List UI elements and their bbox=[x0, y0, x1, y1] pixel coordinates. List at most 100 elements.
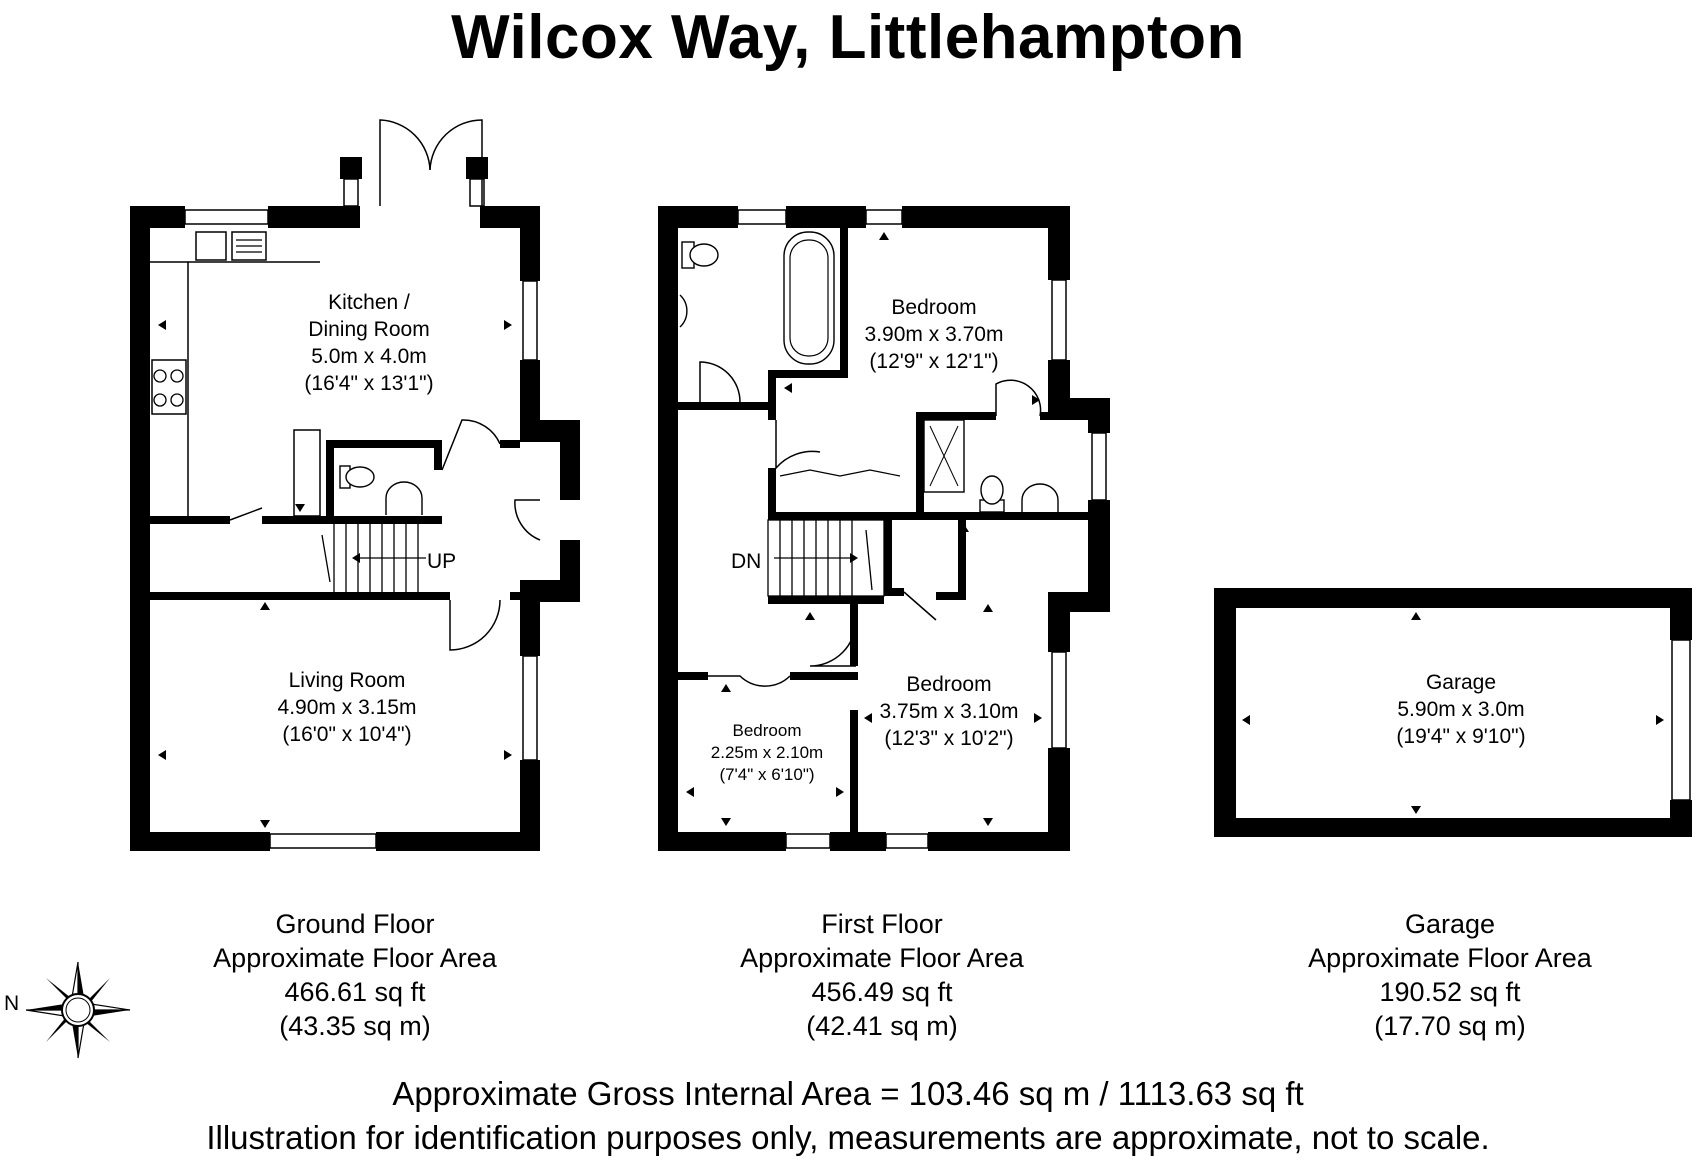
ground-floor-summary: Ground Floor Approximate Floor Area 466.… bbox=[195, 907, 515, 1043]
wall bbox=[1048, 592, 1070, 652]
fridge bbox=[293, 429, 321, 517]
floor-area-sqft: 456.49 sq ft bbox=[811, 977, 953, 1007]
wall bbox=[340, 157, 362, 179]
wall bbox=[678, 672, 708, 680]
wall bbox=[376, 832, 540, 851]
door bbox=[699, 361, 741, 403]
french-door bbox=[379, 119, 431, 206]
garage-summary: Garage Approximate Floor Area 190.52 sq … bbox=[1290, 907, 1610, 1043]
floor-name: Garage bbox=[1404, 909, 1496, 939]
basin bbox=[385, 481, 423, 515]
door bbox=[449, 599, 501, 651]
wall bbox=[262, 516, 442, 524]
hob-rings bbox=[153, 369, 184, 407]
wall bbox=[768, 512, 1088, 520]
front-door bbox=[514, 499, 541, 541]
garage-dimensions-imperial: (19'4" x 9'10") bbox=[1396, 725, 1525, 748]
wall bbox=[150, 592, 450, 600]
wall bbox=[1670, 588, 1692, 640]
door bbox=[708, 675, 791, 687]
garage-dimensions-metric: 5.90m x 3.0m bbox=[1397, 698, 1524, 721]
wall bbox=[790, 672, 858, 680]
door bbox=[995, 379, 1042, 417]
wall bbox=[884, 520, 892, 592]
door bbox=[775, 420, 821, 471]
shower-line bbox=[929, 425, 959, 487]
wall bbox=[902, 206, 1070, 228]
window bbox=[785, 833, 831, 849]
sink bbox=[195, 231, 227, 261]
door bbox=[229, 507, 263, 521]
wall bbox=[434, 440, 442, 470]
living-room-name: Living Room bbox=[289, 669, 406, 692]
stairs-up-label: UP bbox=[427, 550, 456, 573]
bedroom-2-dimensions-metric: 3.75m x 3.10m bbox=[880, 700, 1019, 723]
wall bbox=[520, 760, 540, 851]
dimension-markers bbox=[686, 232, 1042, 826]
first-floor-plan: Bedroom 3.90m x 3.70m (12'9" x 12'1") Be… bbox=[658, 206, 1110, 851]
bedroom-3-dimensions-imperial: (7'4" x 6'10") bbox=[719, 765, 814, 784]
wall bbox=[1214, 588, 1236, 837]
wall bbox=[928, 832, 1070, 851]
window bbox=[522, 280, 538, 361]
kitchen-dimensions-metric: 5.0m x 4.0m bbox=[311, 345, 427, 368]
wall bbox=[130, 206, 185, 228]
bathtub-inner bbox=[789, 239, 829, 357]
wall bbox=[936, 592, 966, 600]
wall bbox=[850, 710, 858, 832]
window bbox=[269, 833, 377, 849]
window bbox=[1051, 651, 1067, 749]
floor-area-sqm: (43.35 sq m) bbox=[279, 1011, 431, 1041]
wall bbox=[1214, 818, 1692, 837]
floor-area-sqm: (17.70 sq m) bbox=[1374, 1011, 1526, 1041]
wall bbox=[958, 520, 966, 600]
bedroom-1-name: Bedroom bbox=[891, 296, 976, 319]
toilet bbox=[689, 243, 719, 267]
wall bbox=[1048, 360, 1070, 402]
garage-name: Garage bbox=[1426, 671, 1496, 694]
wall bbox=[130, 206, 150, 851]
wall bbox=[768, 370, 848, 378]
wall bbox=[268, 206, 360, 228]
wall bbox=[1040, 412, 1050, 420]
wall bbox=[830, 832, 886, 851]
stairs-down-label: DN bbox=[731, 550, 761, 573]
wall bbox=[510, 592, 540, 600]
kitchen-name-line1: Kitchen / bbox=[328, 291, 410, 314]
floor-area-sqft: 466.61 sq ft bbox=[284, 977, 426, 1007]
disclaimer: Illustration for identification purposes… bbox=[206, 1119, 1490, 1156]
bedroom-3-dimensions-metric: 2.25m x 2.10m bbox=[711, 743, 823, 762]
wall bbox=[916, 412, 924, 520]
wall bbox=[768, 596, 884, 604]
basin bbox=[679, 294, 688, 328]
wall bbox=[150, 516, 230, 524]
window bbox=[522, 655, 538, 761]
wall bbox=[678, 402, 768, 410]
stair-arrow-icon bbox=[352, 553, 360, 563]
wall bbox=[466, 157, 488, 179]
window bbox=[469, 178, 485, 207]
wall bbox=[1048, 748, 1070, 851]
wall bbox=[326, 440, 334, 524]
window bbox=[737, 209, 787, 225]
living-room-dimensions-metric: 4.90m x 3.15m bbox=[278, 696, 417, 719]
wall bbox=[1670, 800, 1692, 837]
floor-area-label: Approximate Floor Area bbox=[740, 943, 1024, 973]
wall bbox=[130, 832, 270, 851]
french-door bbox=[429, 119, 483, 206]
bedroom-2-dimensions-imperial: (12'3" x 10'2") bbox=[884, 727, 1013, 750]
wall bbox=[500, 440, 520, 448]
gross-internal-area: Approximate Gross Internal Area = 103.46… bbox=[392, 1075, 1304, 1112]
wall bbox=[658, 832, 786, 851]
wall bbox=[520, 206, 540, 281]
wall bbox=[326, 440, 440, 448]
wall bbox=[1214, 588, 1692, 608]
staircase bbox=[767, 519, 885, 597]
wall bbox=[786, 206, 866, 228]
floor-area-label: Approximate Floor Area bbox=[1308, 943, 1592, 973]
toilet bbox=[345, 466, 375, 488]
floor-name: First Floor bbox=[821, 909, 943, 939]
garage-door bbox=[1671, 639, 1691, 801]
staircase bbox=[321, 524, 426, 592]
